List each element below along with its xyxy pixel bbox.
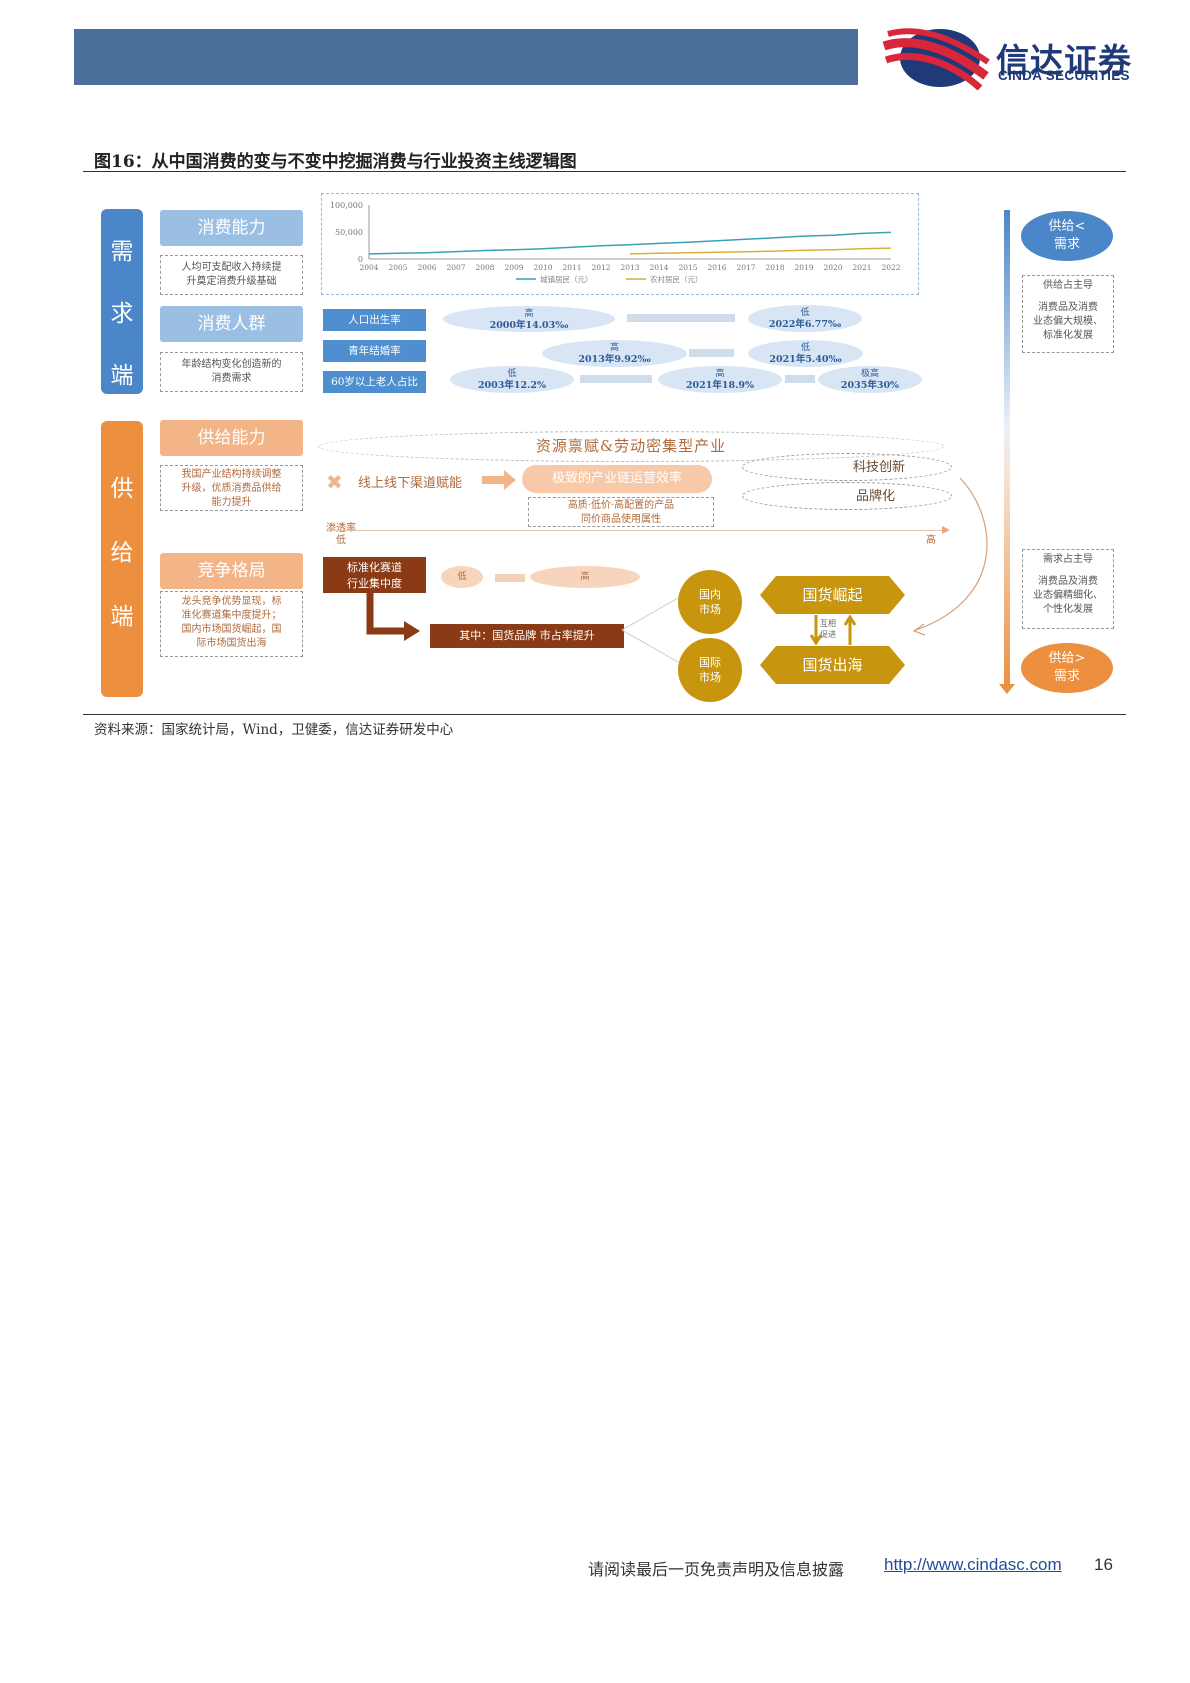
x-tick-label: 2011 bbox=[562, 263, 581, 272]
axis-arrow-icon bbox=[942, 526, 950, 534]
arrow bbox=[689, 349, 734, 357]
x-tick-label: 2010 bbox=[533, 263, 552, 272]
intl-market-circle: 国际市场 bbox=[678, 638, 742, 702]
supply-gt-demand-pill: 供给>需求 bbox=[1021, 643, 1113, 693]
capability-note: 我国产业结构持续调整升级，优质消费品供给能力提升 bbox=[160, 465, 303, 511]
overseas-hexagon bbox=[760, 646, 905, 684]
overseas-label: 国货出海 bbox=[802, 656, 863, 674]
domestic-brand-box: 其中：国货品牌 市占率提升 bbox=[430, 624, 624, 648]
x-tick-label: 2019 bbox=[794, 263, 813, 272]
brand-name-en: CINDA SECURITIES bbox=[998, 68, 1130, 83]
x-tick-label: 2017 bbox=[736, 263, 755, 272]
x-tick-label: 2008 bbox=[475, 263, 494, 272]
row-label-elderly: 60岁以上老人占比 bbox=[323, 371, 426, 393]
rise-label: 国货崛起 bbox=[802, 586, 863, 604]
x-tick-label: 2020 bbox=[823, 263, 842, 272]
income-chart-frame bbox=[321, 193, 919, 295]
figure-source: 资料来源：国家统计局，Wind，卫健委，信达证券研发中心 bbox=[94, 722, 454, 738]
concentration-high: 高 bbox=[530, 566, 640, 588]
row-label-marriage: 青年结婚率 bbox=[323, 340, 426, 362]
penetration-label: 渗透率 bbox=[326, 523, 356, 534]
competition-note: 龙头竞争优势显现，标准化赛道集中度提升；国内市场国货崛起，国际市场国货出海 bbox=[160, 591, 303, 657]
x-tick-label: 2007 bbox=[446, 263, 465, 272]
domestic-market-circle: 国内市场 bbox=[678, 570, 742, 634]
branch-lines bbox=[622, 597, 679, 663]
standard-box: 标准化赛道行业集中度 bbox=[323, 557, 426, 593]
arrow bbox=[495, 574, 525, 582]
penetration-low: 低 bbox=[336, 535, 346, 546]
legend-label: 城镇居民（元） bbox=[540, 274, 593, 284]
quality-note: 高质·低价·高配置的产品同价商品使用属性 bbox=[528, 497, 714, 527]
x-tick-label: 2016 bbox=[707, 263, 726, 272]
x-tick-label: 2015 bbox=[678, 263, 697, 272]
competition-label: 竞争格局 bbox=[160, 553, 303, 589]
tech-ellipse: 科技创新 bbox=[742, 453, 952, 481]
y-tick-label: 0 bbox=[358, 255, 363, 264]
cinda-logo-icon bbox=[882, 28, 990, 90]
resource-ellipse: 资源禀赋&劳动密集型产业 bbox=[318, 431, 944, 462]
penetration-axis bbox=[326, 530, 944, 531]
cross-icon: ✖ bbox=[326, 470, 343, 494]
x-tick-label: 2013 bbox=[620, 263, 639, 272]
legend-label: 农村居民（元） bbox=[650, 274, 703, 284]
brand-name: 信达证券 bbox=[996, 41, 1132, 80]
crowd-label: 消费人群 bbox=[160, 306, 303, 342]
demand-dominant-note: 需求占主导 消费品及消费业态偏精细化、个性化发展 bbox=[1022, 549, 1114, 629]
gradient-axis bbox=[1004, 210, 1010, 690]
x-tick-label: 2018 bbox=[765, 263, 784, 272]
y-tick-label: 50,000 bbox=[335, 228, 363, 237]
x-tick-label: 2005 bbox=[388, 263, 407, 272]
series-line-urban bbox=[368, 231, 892, 255]
penetration-high: 高 bbox=[926, 535, 936, 546]
concentration-low: 低 bbox=[441, 566, 483, 588]
row-label-birth: 人口出生率 bbox=[323, 309, 426, 331]
rise-hexagon bbox=[760, 576, 905, 614]
x-tick-label: 2012 bbox=[591, 263, 610, 272]
demand-tab: 需求端 bbox=[101, 209, 143, 394]
axis-down-arrow-icon bbox=[999, 684, 1015, 694]
footer-website-link[interactable]: http://www.cindasc.com bbox=[884, 1555, 1062, 1574]
brand-ellipse: 品牌化 bbox=[742, 482, 952, 510]
mutual-arrows-icon bbox=[809, 615, 857, 645]
x-tick-label: 2022 bbox=[881, 263, 900, 272]
efficiency-pill: 极致的产业链运营效率 bbox=[522, 465, 712, 493]
x-tick-label: 2021 bbox=[852, 263, 871, 272]
x-tick-label: 2006 bbox=[417, 263, 436, 272]
header-bar bbox=[74, 29, 858, 85]
capability-label: 供给能力 bbox=[160, 420, 303, 456]
series-line-rural bbox=[629, 247, 892, 255]
source-rule bbox=[83, 714, 1126, 715]
supply-dominant-note: 供给占主导 消费品及消费业态偏大规模、标准化发展 bbox=[1022, 275, 1114, 353]
channel-text: 线上线下渠道赋能 bbox=[358, 476, 463, 491]
figure-title: 图16：从中国消费的变与不变中挖掘消费与行业投资主线逻辑图 bbox=[94, 152, 577, 172]
arrow bbox=[627, 314, 735, 322]
y-tick-label: 100,000 bbox=[330, 201, 363, 210]
arrow-right-icon bbox=[482, 470, 516, 490]
x-tick-label: 2009 bbox=[504, 263, 523, 272]
capacity-label: 消费能力 bbox=[160, 210, 303, 246]
arrow bbox=[785, 375, 815, 383]
mutual-label: 互相促进 bbox=[820, 619, 836, 639]
curve-arrow bbox=[912, 478, 988, 636]
crowd-note: 年龄结构变化创造新的消费需求 bbox=[160, 352, 303, 392]
arrow bbox=[580, 375, 652, 383]
capacity-note: 人均可支配收入持续提升奠定消费升级基础 bbox=[160, 255, 303, 295]
x-tick-label: 2014 bbox=[649, 263, 668, 272]
title-rule bbox=[83, 171, 1126, 172]
elbow-arrow-icon bbox=[366, 593, 420, 641]
supply-lt-demand-pill: 供给<需求 bbox=[1021, 211, 1113, 261]
footer-disclaimer: 请阅读最后一页免责声明及信息披露 bbox=[588, 1560, 845, 1579]
page-number: 16 bbox=[1094, 1555, 1113, 1574]
x-tick-label: 2004 bbox=[359, 263, 378, 272]
supply-tab: 供给端 bbox=[101, 421, 143, 697]
